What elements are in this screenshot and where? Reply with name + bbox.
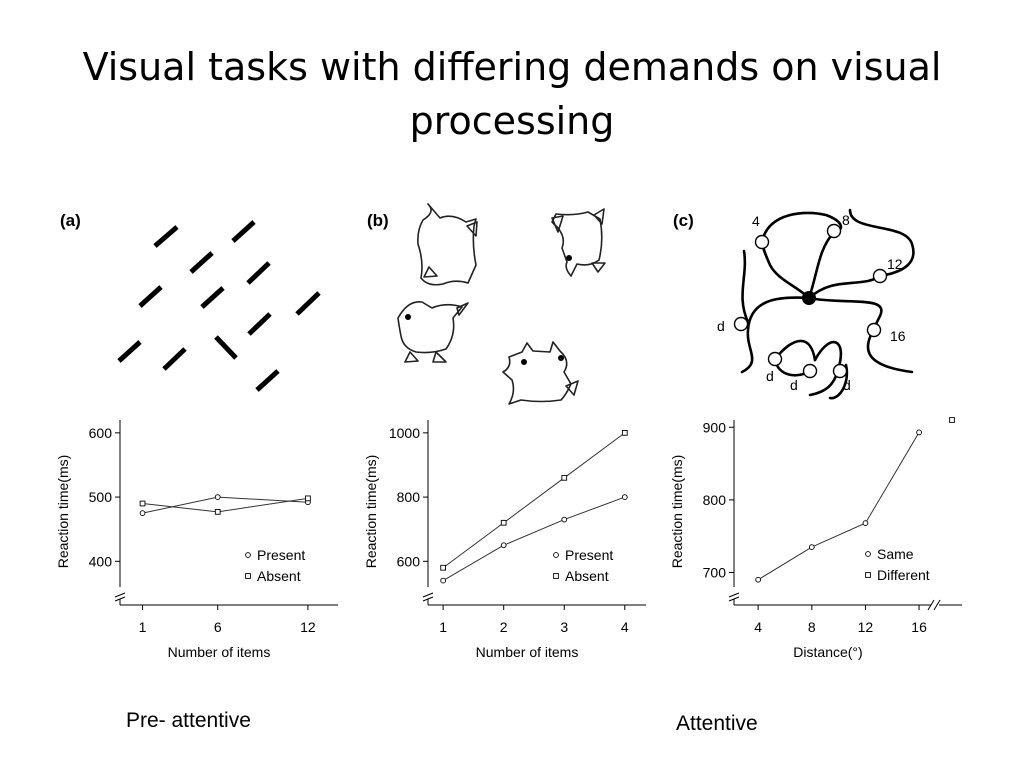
x-tick-label: 4 [754,619,762,635]
x-axis-break [927,599,941,611]
y-axis-label: Reaction time(ms) [55,455,71,569]
data-point [500,519,507,526]
data-point [305,495,311,502]
legend-label: Present [257,547,305,563]
panel-a-label: (a) [60,211,81,230]
y-tick-label: 600 [89,425,113,441]
x-tick-label: 2 [500,619,508,635]
data-point [139,500,146,507]
legend-label: Absent [257,568,301,584]
data-point [916,429,922,436]
x-tick-label: 6 [214,619,222,635]
marker-label: d [717,318,725,334]
panel-c-marker-labels: 4 8 12 16 d d d d [717,212,906,393]
panel-c-markers [733,223,888,379]
y-tick-label: 600 [397,553,421,569]
y-tick-label: 900 [703,419,727,435]
y-tick-label: 700 [703,564,727,580]
legend-marker [553,552,559,558]
data-point [561,516,568,523]
data-point [214,494,221,500]
marker-label: d [790,377,798,393]
y-tick-label: 800 [703,492,727,508]
panel-b-stimulus [397,203,606,405]
marker-label: 8 [842,212,850,228]
data-point [561,474,568,481]
y-axis-break [114,592,126,602]
data-point [500,542,507,549]
panel-b-eyes [405,255,572,365]
legend-marker [553,573,559,579]
panel-a-stimulus [117,220,321,392]
legend-label: Present [565,547,613,563]
legend-label: Different [877,567,930,583]
data-point [139,510,146,516]
x-tick-label: 12 [300,619,316,635]
x-tick-label: 12 [858,619,874,635]
x-axis-label: Number of items [168,644,271,660]
panel-b-label: (b) [367,211,389,230]
legend-marker [245,573,251,579]
series-line [442,432,626,569]
x-tick-label: 16 [911,619,927,635]
slide-title: Visual tasks with differing demands on v… [82,45,942,143]
series-line [757,432,920,581]
x-axis-label: Distance(°) [793,644,862,660]
caption-pre-attentive: Pre- attentive [126,709,251,732]
y-tick-label: 400 [89,553,113,569]
marker-label: d [843,377,851,393]
legend-marker [865,572,871,578]
panel-c-label: (c) [673,211,694,230]
x-tick-label: 3 [560,619,568,635]
data-point [621,429,628,436]
y-axis-label: Reaction time(ms) [363,455,379,569]
data-point [949,417,955,423]
y-tick-label: 800 [397,489,421,505]
legend-marker [865,551,871,557]
x-tick-label: 1 [139,619,147,635]
marker-label: 12 [887,256,903,272]
x-tick-label: 4 [621,619,629,635]
marker-label: 16 [890,328,906,344]
caption-attentive: Attentive [676,712,758,735]
y-axis-break [422,592,434,602]
x-tick-label: 1 [439,619,447,635]
y-axis-label: Reaction time(ms) [669,455,685,569]
data-point [214,509,221,515]
data-point [755,576,761,583]
data-point [440,564,446,571]
series-line [442,496,625,582]
panel-c-fixation-dot [802,291,816,305]
data-point [808,544,815,550]
marker-label: 4 [752,213,760,229]
data-point [621,494,628,500]
legend-marker [245,552,251,558]
data-point [440,577,446,584]
legend-label: Same [877,546,914,562]
x-axis-label: Number of items [476,644,579,660]
y-tick-label: 500 [89,489,113,505]
y-tick-label: 1000 [389,425,420,441]
x-tick-label: 8 [808,619,816,635]
legend-label: Absent [565,568,609,584]
marker-label: d [766,368,774,384]
data-point [862,520,869,526]
y-axis-break [728,592,740,602]
x-axis-gap [931,602,939,608]
